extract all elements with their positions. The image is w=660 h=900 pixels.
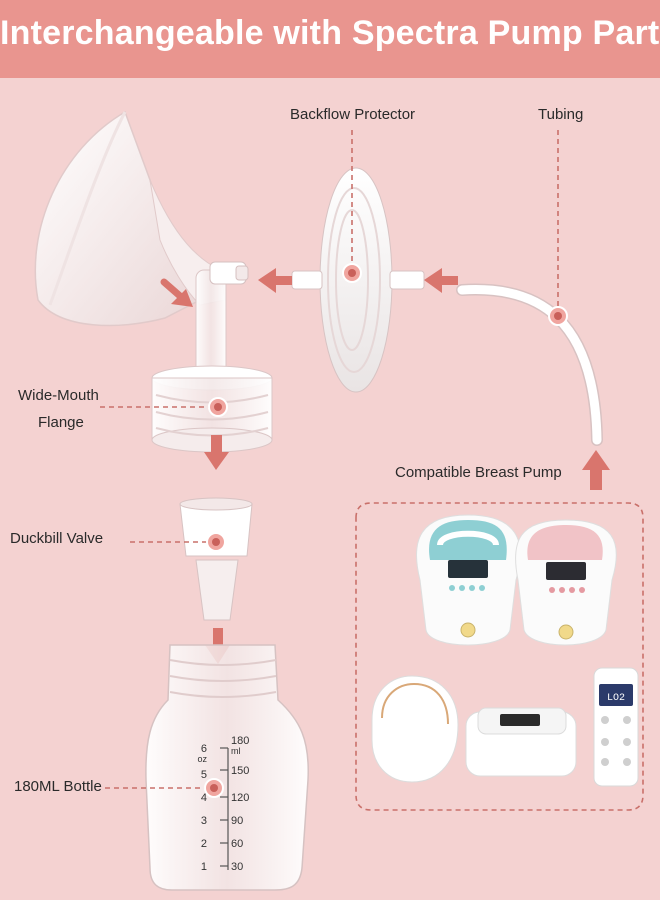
oz-mark: 4 — [201, 792, 207, 804]
tubing-image — [456, 283, 603, 446]
tubing-label: Tubing — [538, 106, 584, 123]
backflow-protector-label: Backflow Protector — [290, 106, 416, 123]
ml-mark: 120 — [231, 792, 249, 804]
ml-mark: 90 — [231, 815, 243, 827]
title-banner: Interchangeable with Spectra Pump Parts — [0, 0, 660, 78]
flat-pump-image — [465, 707, 577, 777]
ml-mark: 150 — [231, 765, 249, 777]
teal-pump-image — [416, 514, 521, 646]
arrow-to-backflow-icon — [424, 268, 458, 293]
oz-unit: oz — [197, 754, 207, 764]
duckbill-valve-image — [179, 497, 253, 621]
compatible-pump-label: Compatible Breast Pump — [395, 464, 562, 481]
oz-mark: 6 — [201, 743, 207, 755]
duckbill-valve-label: Duckbill Valve — [10, 530, 104, 547]
ml-mark: 60 — [231, 838, 243, 850]
bottle-image — [145, 644, 309, 891]
wide-mouth-flange-label-line2: Flange — [38, 414, 84, 431]
tall-pump-image: LO2 — [593, 667, 639, 787]
oz-mark: 5 — [201, 769, 207, 781]
bottle-label: 180ML Bottle — [14, 778, 102, 795]
arrow-up-pump-icon — [582, 450, 610, 490]
oz-mark: 3 — [201, 815, 207, 827]
ml-unit: ml — [231, 746, 241, 756]
oz-mark: 2 — [201, 838, 207, 850]
wide-mouth-flange-label-line1: Wide-Mouth — [18, 387, 99, 404]
bottle-scale: 6 oz 5 4 3 2 1 180 ml 150 120 90 60 30 — [197, 735, 249, 873]
flange-base-image — [151, 365, 273, 453]
ml-mark: 180 — [231, 735, 249, 747]
banner-title: Interchangeable with Spectra Pump Parts — [0, 14, 660, 52]
marker-dots — [204, 263, 568, 798]
arrow-to-connector-icon — [258, 268, 292, 293]
tall-pump-display: LO2 — [607, 693, 625, 704]
round-pump-image — [371, 675, 459, 783]
ml-mark: 30 — [231, 861, 243, 873]
breast-shield-image — [34, 110, 249, 376]
leader-lines — [100, 130, 644, 811]
oz-mark: 1 — [201, 861, 207, 873]
bottle-scale-ticks — [220, 747, 228, 867]
pink-pump-image — [515, 519, 617, 646]
arrow-into-shield-icon — [160, 278, 193, 307]
arrow-down-flange-icon — [204, 435, 229, 470]
